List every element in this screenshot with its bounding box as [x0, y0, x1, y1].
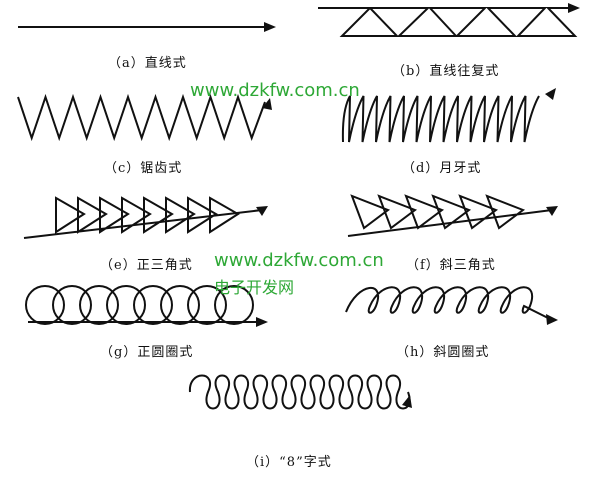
caption-a: （a）直线式 — [108, 56, 187, 71]
pattern-a-straight — [18, 22, 276, 32]
pattern-d-crescent — [341, 88, 556, 143]
watermark-site-name: 电子开发网 — [214, 278, 295, 297]
caption-g: （g）正圆圈式 — [100, 345, 194, 360]
watermark-url-mid: www.dzkfw.com.cn — [214, 250, 384, 271]
pattern-c-sawtooth — [17, 93, 272, 142]
circle-loop — [187, 285, 227, 325]
caption-c: （c）锯齿式 — [104, 161, 183, 176]
circle-loop — [160, 285, 200, 325]
caption-e: （e）正三角式 — [100, 258, 193, 273]
circle-loop — [52, 285, 92, 325]
circle-loop — [25, 285, 65, 325]
pattern-h-oblique-circles — [345, 286, 558, 325]
caption-i: （i）“8”字式 — [246, 455, 332, 470]
caption-h: （h）斜圆圈式 — [396, 345, 490, 360]
caption-f: （f）斜三角式 — [406, 258, 496, 273]
pattern-g-upright-circles — [25, 285, 268, 327]
circle-loop — [79, 285, 119, 325]
pattern-f-oblique-triangle — [347, 194, 558, 237]
caption-d: （d）月牙式 — [402, 161, 482, 176]
caption-b: （b）直线往复式 — [392, 64, 500, 79]
pattern-i-figure-eight — [188, 374, 412, 410]
circle-loop — [106, 285, 146, 325]
circle-loop — [214, 285, 254, 325]
circle-loop — [133, 285, 173, 325]
watermark-url-top: www.dzkfw.com.cn — [190, 80, 360, 101]
pattern-e-upright-triangle — [23, 196, 268, 239]
pattern-b-straight-reciprocating — [318, 3, 580, 37]
